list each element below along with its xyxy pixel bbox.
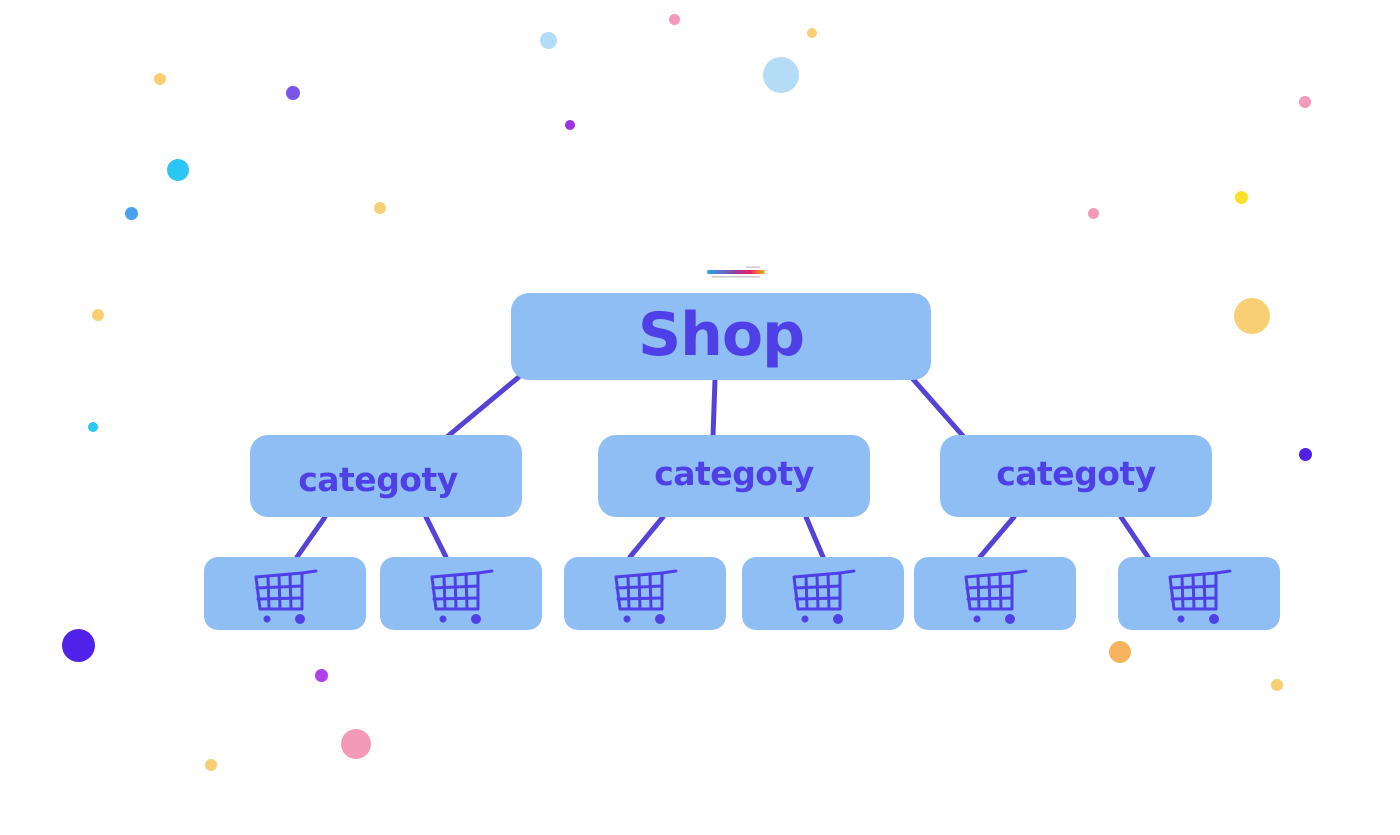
connector-root-category-3 xyxy=(909,375,966,439)
decorative-dot xyxy=(565,120,575,130)
shopping-cart-icon xyxy=(792,569,856,625)
leaf-node-5 xyxy=(914,557,1076,630)
connector-category-1-leaf-1 xyxy=(294,514,328,560)
decorative-dot xyxy=(167,159,189,181)
decorative-dot xyxy=(341,729,371,759)
category-node-3: categoty xyxy=(940,435,1212,517)
decorative-dot xyxy=(205,759,217,771)
decorative-dot xyxy=(1087,207,1099,219)
decorative-dot xyxy=(539,31,557,49)
decorative-dot xyxy=(1234,298,1270,334)
shopping-cart-icon xyxy=(430,569,494,625)
leaf-node-2 xyxy=(380,557,542,630)
brand-logo-mark xyxy=(707,266,765,278)
decorative-dot xyxy=(1298,447,1312,461)
shopping-cart-icon xyxy=(964,569,1028,625)
shopping-cart-icon xyxy=(1168,569,1232,625)
connector-category-1-leaf-2 xyxy=(423,514,449,560)
decorative-dot xyxy=(61,628,95,662)
leaf-node-1 xyxy=(204,557,366,630)
category-node-1: categoty xyxy=(250,435,522,517)
connector-root-category-2 xyxy=(710,377,718,439)
decorative-dot xyxy=(88,422,98,432)
connector-category-2-leaf-1 xyxy=(627,514,666,560)
decorative-dot xyxy=(314,668,328,682)
shopping-cart-icon xyxy=(254,569,318,625)
brand-logo-icon xyxy=(703,266,769,284)
decorative-dot xyxy=(1299,96,1311,108)
category-node-label: categoty xyxy=(298,459,458,499)
category-node-2: categoty xyxy=(598,435,870,517)
decorative-dot xyxy=(92,309,104,321)
leaf-node-4 xyxy=(742,557,904,630)
decorative-dot xyxy=(668,13,680,25)
leaf-node-6 xyxy=(1118,557,1280,630)
connector-root-category-1 xyxy=(445,373,523,439)
decorative-dot xyxy=(1109,641,1131,663)
category-node-label: categoty xyxy=(996,453,1156,493)
root-node: Shop xyxy=(511,293,931,380)
connector-category-2-leaf-2 xyxy=(803,514,826,560)
connector-category-3-leaf-2 xyxy=(1118,514,1151,560)
decorative-dot xyxy=(154,73,166,85)
decorative-dot xyxy=(124,206,138,220)
decorative-dot xyxy=(1271,679,1283,691)
decorative-dot xyxy=(1234,190,1248,204)
decorative-dot xyxy=(763,57,799,93)
category-node-label: categoty xyxy=(654,453,814,493)
decorative-dot xyxy=(286,86,300,100)
connector-category-3-leaf-1 xyxy=(977,514,1017,560)
shopping-cart-icon xyxy=(614,569,678,625)
leaf-node-3 xyxy=(564,557,726,630)
decorative-dot xyxy=(374,202,386,214)
root-node-label: Shop xyxy=(637,299,805,370)
decorative-dot xyxy=(807,28,817,38)
